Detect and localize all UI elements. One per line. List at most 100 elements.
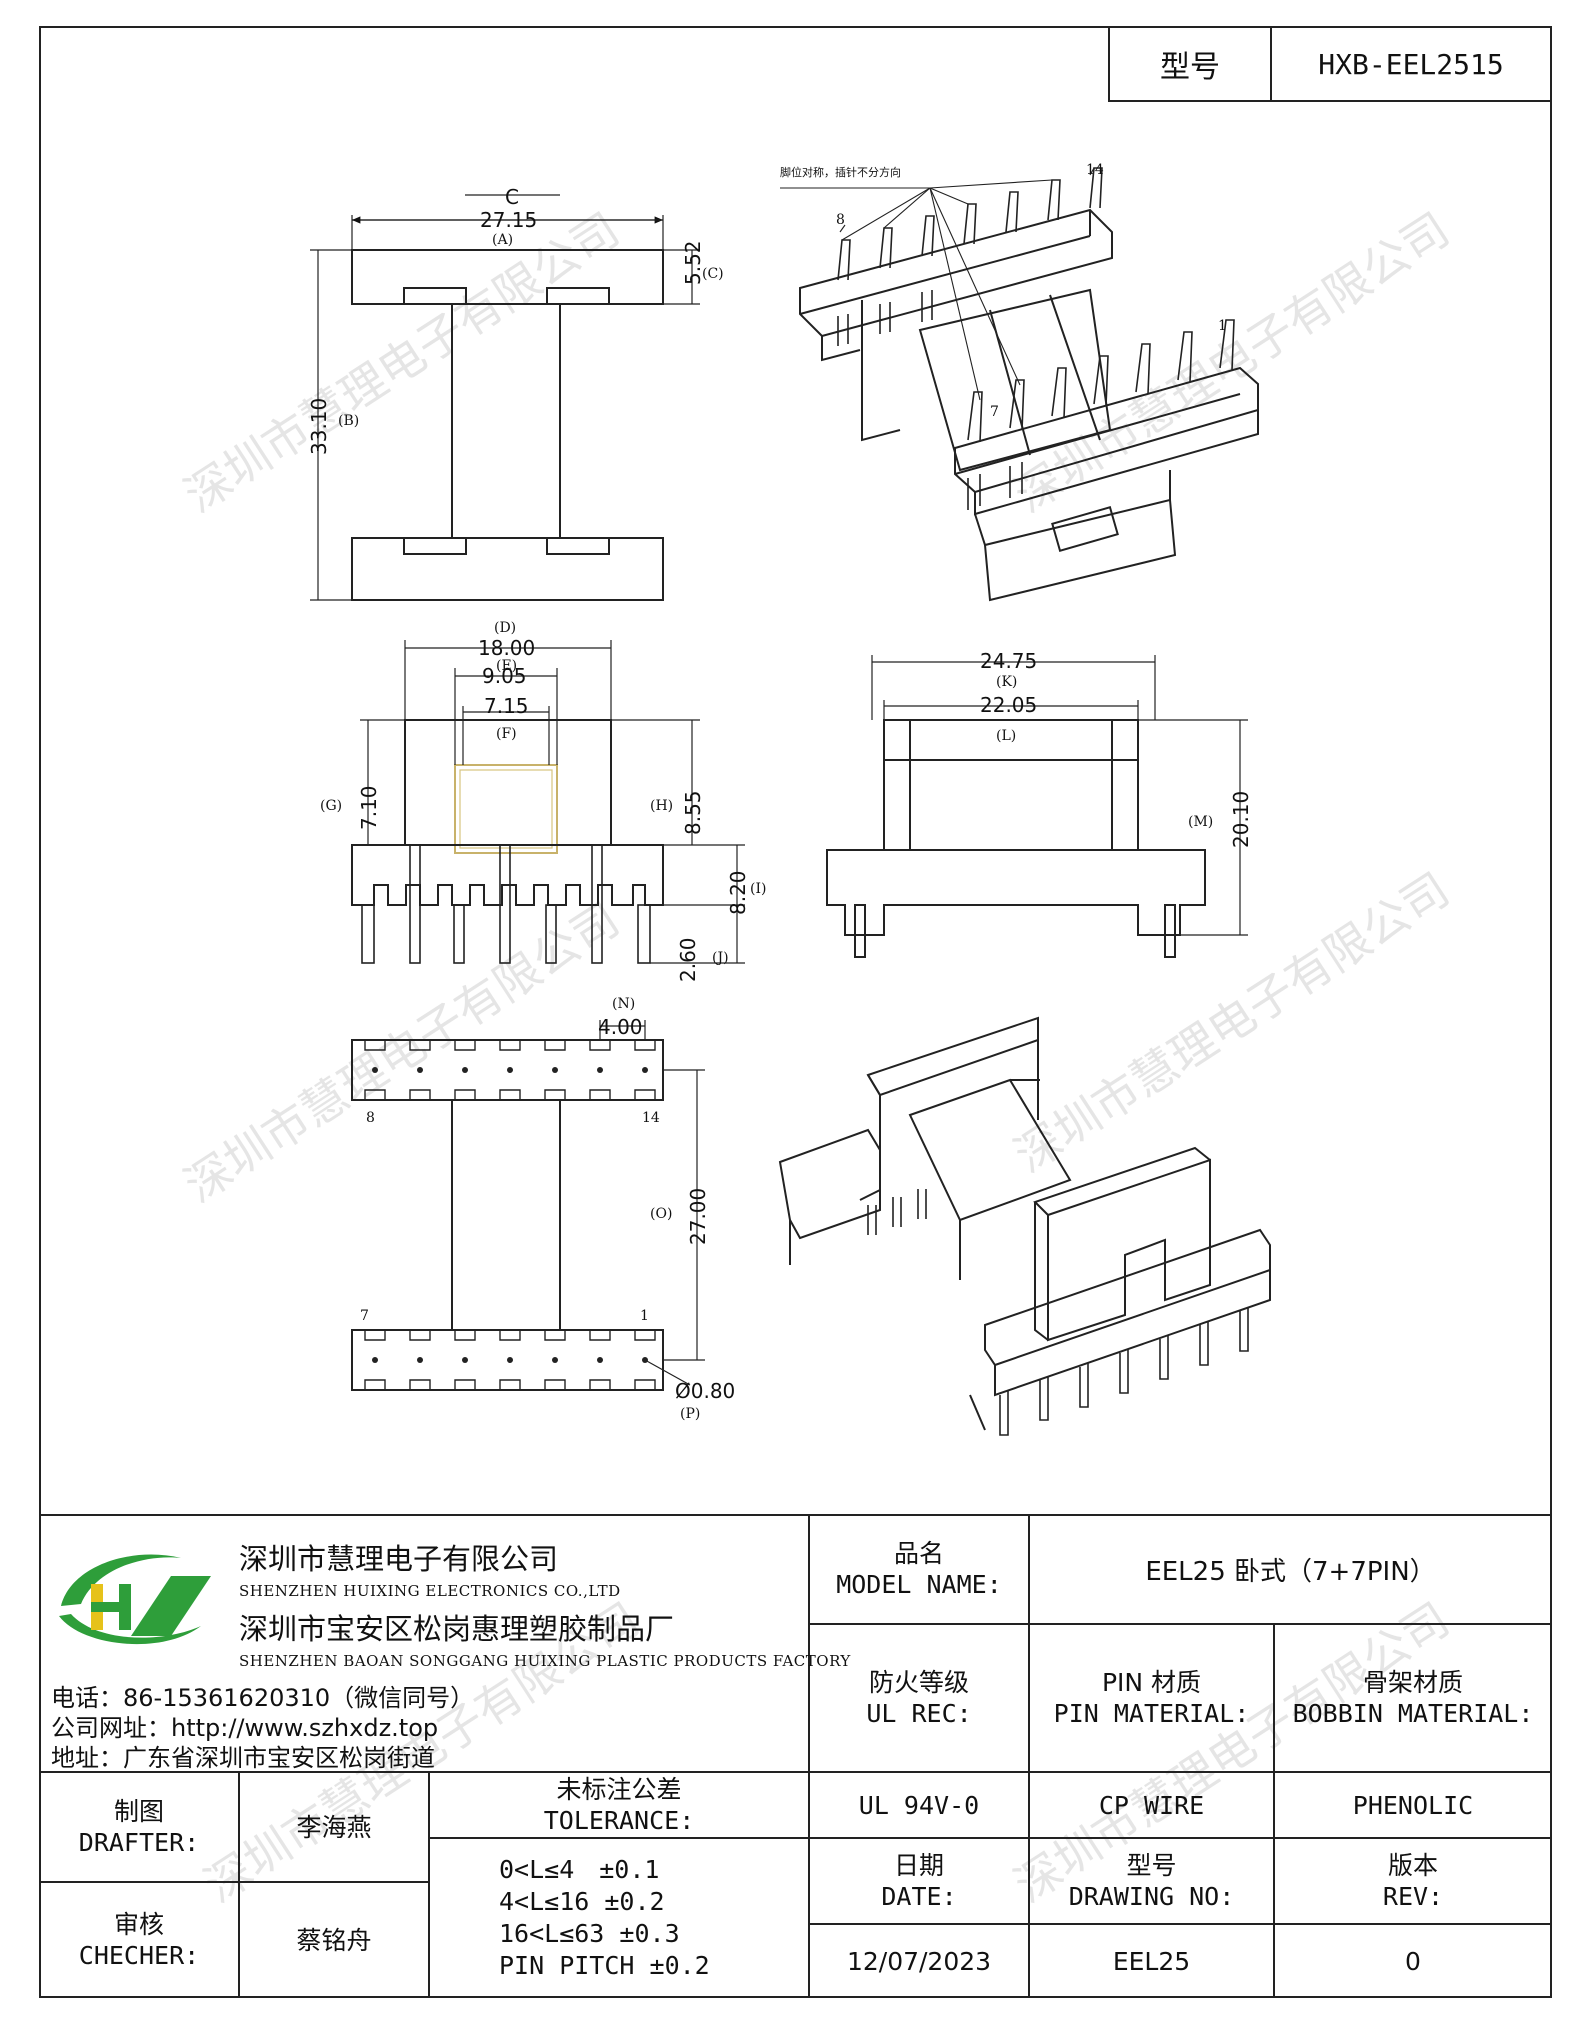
address-text: 地址：广东省深圳市宝安区松岗街道 <box>51 1744 435 1772</box>
bottom-pin-7: 7 <box>360 1308 369 1324</box>
checker-en: CHECHER: <box>78 1941 200 1970</box>
ul-value: UL 94V-0 <box>858 1790 980 1820</box>
dim-a-letter: (A) <box>492 232 513 248</box>
model-label: 型号 <box>1110 28 1272 100</box>
dim-c-letter: (C) <box>702 266 724 282</box>
date-en: DATE: <box>881 1882 957 1911</box>
dim-g-value: 7.10 <box>357 785 381 830</box>
drafter-cn: 制图 <box>113 1797 164 1826</box>
title-block: 深圳市慧理电子有限公司 SHENZHEN HUIXING ELECTRONICS… <box>39 1514 1552 1998</box>
iso-pin-8: 8 <box>836 212 845 228</box>
date-value: 12/07/2023 <box>846 1946 992 1976</box>
drawing-no-value: EEL25 <box>1112 1946 1191 1976</box>
dim-b-value: 33.10 <box>307 398 331 455</box>
dim-e-value: 9.05 <box>482 664 527 688</box>
iso-pin-1: 1 <box>1218 318 1227 334</box>
drawing-no-label: 型号 DRAWING NO: <box>1029 1838 1274 1924</box>
checker-cn: 审核 <box>113 1910 164 1939</box>
website-text: 公司网址：http://www.szhxdz.top <box>51 1714 439 1742</box>
dim-l-letter: (L) <box>996 728 1016 744</box>
dim-k-value: 24.75 <box>980 649 1037 673</box>
front-view <box>351 640 745 964</box>
bottom-view <box>351 1020 705 1391</box>
drafter-label: 制图 DRAFTER: <box>39 1772 239 1882</box>
ul-cn: 防火等级 <box>868 1668 969 1697</box>
model-value: HXB-EEL2515 <box>1318 47 1504 81</box>
dim-p-value: Ø0.80 <box>675 1379 735 1403</box>
tolerance-en: TOLERANCE: <box>543 1806 695 1835</box>
dim-d-letter: (D) <box>494 620 516 636</box>
pin-cn: PIN 材质 <box>1101 1668 1202 1697</box>
dim-j-value: 2.60 <box>676 937 700 982</box>
dimension-labels: C 27.15 (A) 5.52 (C) 33.10 (B) 脚位对称，插针不分… <box>307 162 1253 1422</box>
bottom-pin-1: 1 <box>640 1308 649 1324</box>
bobbin-en: BOBBIN MATERIAL: <box>1292 1699 1534 1728</box>
iso-pin-14: 14 <box>1086 162 1104 178</box>
drafter-en: DRAFTER: <box>78 1828 200 1857</box>
bobbin-material-label: 骨架材质 BOBBIN MATERIAL: <box>1274 1624 1552 1772</box>
dim-p-letter: (P) <box>680 1406 700 1422</box>
dim-d-value: 18.00 <box>478 636 535 660</box>
factory-name-en: SHENZHEN BAOAN SONGGANG HUIXING PLASTIC … <box>239 1652 851 1670</box>
date-cn: 日期 <box>893 1851 944 1880</box>
dim-m-value: 20.10 <box>1229 791 1253 848</box>
dim-h-value: 8.55 <box>681 790 705 835</box>
dim-b-letter: (B) <box>338 413 359 429</box>
dim-n-letter: (N) <box>612 996 635 1012</box>
tolerance-line: 4<L≤16 ±0.2 <box>499 1887 665 1916</box>
tolerance-label: 未标注公差 TOLERANCE: <box>429 1772 809 1838</box>
drafter-name: 李海燕 <box>296 1812 372 1842</box>
isometric-view-top <box>780 167 1259 602</box>
checker-name: 蔡铭舟 <box>296 1925 372 1955</box>
dim-e-letter: (E) <box>496 658 517 674</box>
bottom-pin-14: 14 <box>642 1110 660 1126</box>
dim-i-value: 8.20 <box>726 870 750 915</box>
dim-f-letter: (F) <box>496 726 517 742</box>
tolerance-table: 0<L≤4 ±0.1 4<L≤16 ±0.2 16<L≤63 ±0.3 PIN … <box>429 1838 809 1998</box>
bottom-pin-8: 8 <box>366 1110 375 1126</box>
model-name-cn: 品名 <box>893 1539 944 1568</box>
side-view <box>826 655 1248 958</box>
company-name-en: SHENZHEN HUIXING ELECTRONICS CO.,LTD <box>239 1582 621 1600</box>
pin-material-value: CP WIRE <box>1098 1790 1205 1820</box>
phone-text: 电话：86-15361620310（微信同号） <box>51 1684 475 1712</box>
checker-label: 审核 CHECHER: <box>39 1882 239 1998</box>
pin-material-label: PIN 材质 PIN MATERIAL: <box>1029 1624 1274 1772</box>
dim-m-letter: (M) <box>1188 814 1213 830</box>
dim-g-letter: (G) <box>320 798 342 814</box>
bobbin-material-value: PHENOLIC <box>1352 1790 1474 1820</box>
dim-o-value: 27.00 <box>686 1188 710 1245</box>
tolerance-line: 0<L≤4 ±0.1 <box>499 1855 660 1884</box>
dim-h-letter: (H) <box>650 798 673 814</box>
dim-c-value: 5.52 <box>681 240 705 285</box>
rev-label: 版本 REV: <box>1274 1838 1552 1924</box>
ul-label: 防火等级 UL REC: <box>809 1624 1029 1772</box>
date-label: 日期 DATE: <box>809 1838 1029 1924</box>
tolerance-line: PIN PITCH ±0.2 <box>499 1951 710 1980</box>
isometric-view-bottom <box>778 1016 1271 1436</box>
dim-k-letter: (K) <box>996 674 1017 690</box>
dim-f-value: 7.15 <box>484 694 529 718</box>
dim-l-value: 22.05 <box>980 693 1037 717</box>
dim-n-value: 4.00 <box>598 1015 643 1039</box>
title-block-grid <box>39 1514 1552 1998</box>
company-logo <box>59 1554 211 1645</box>
rev-value: 0 <box>1405 1946 1421 1976</box>
dim-c-top: C <box>505 185 519 209</box>
rev-en: REV: <box>1382 1882 1444 1911</box>
tolerance-line: 16<L≤63 ±0.3 <box>499 1919 680 1948</box>
drawing-no-en: DRAWING NO: <box>1068 1882 1235 1911</box>
iso-pin-7: 7 <box>990 404 999 420</box>
model-header-box: 型号 HXB-EEL2515 <box>1108 26 1552 102</box>
bobbin-cn: 骨架材质 <box>1362 1668 1463 1697</box>
dim-a-value: 27.15 <box>480 208 537 232</box>
pin-en: PIN MATERIAL: <box>1053 1699 1250 1728</box>
dim-o-letter: (O) <box>650 1206 672 1222</box>
factory-name-cn: 深圳市宝安区松岗惠理塑胶制品厂 <box>239 1612 675 1646</box>
drawing-no-cn: 型号 <box>1126 1851 1177 1880</box>
dim-j-letter: (J) <box>712 950 729 966</box>
technical-drawing: C 27.15 (A) 5.52 (C) 33.10 (B) 脚位对称，插针不分… <box>307 162 1271 1436</box>
tolerance-cn: 未标注公差 <box>556 1775 682 1804</box>
model-name-value: EEL25 卧式（7+7PIN） <box>1145 1556 1436 1587</box>
dim-i-letter: (I) <box>750 881 766 897</box>
